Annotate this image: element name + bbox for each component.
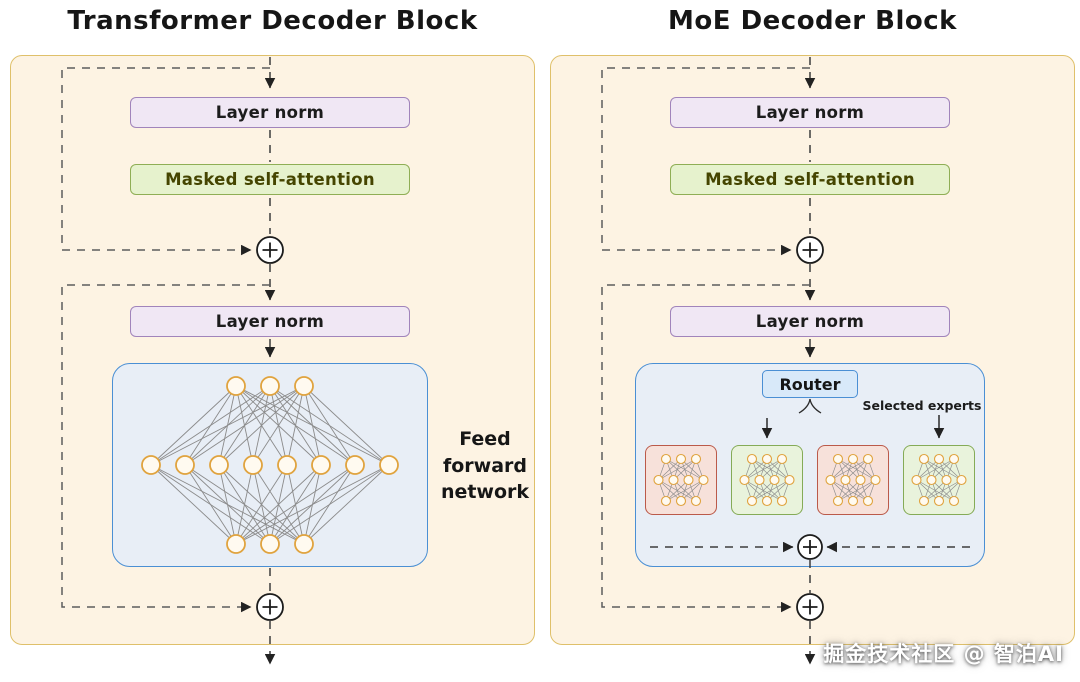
feed-forward-network-box	[112, 363, 428, 567]
expert-box-1	[645, 445, 717, 515]
right-layer-norm-top: Layer norm	[670, 97, 950, 128]
left-layer-norm-bottom: Layer norm	[130, 306, 410, 337]
router-box: Router	[762, 370, 858, 398]
left-layer-norm-top: Layer norm	[130, 97, 410, 128]
right-masked-self-attention: Masked self-attention	[670, 164, 950, 195]
expert-box-2-selected	[731, 445, 803, 515]
feed-forward-network-caption: Feed forward network	[440, 428, 530, 504]
selected-experts-label: Selected experts	[862, 398, 982, 413]
expert-box-4-selected	[903, 445, 975, 515]
transformer-panel-title: Transformer Decoder Block	[67, 6, 478, 36]
expert-box-3	[817, 445, 889, 515]
left-masked-self-attention: Masked self-attention	[130, 164, 410, 195]
right-layer-norm-bottom: Layer norm	[670, 306, 950, 337]
watermark: 掘金技术社区 @ 智泊AI	[823, 642, 1064, 666]
moe-panel-title: MoE Decoder Block	[668, 6, 957, 36]
